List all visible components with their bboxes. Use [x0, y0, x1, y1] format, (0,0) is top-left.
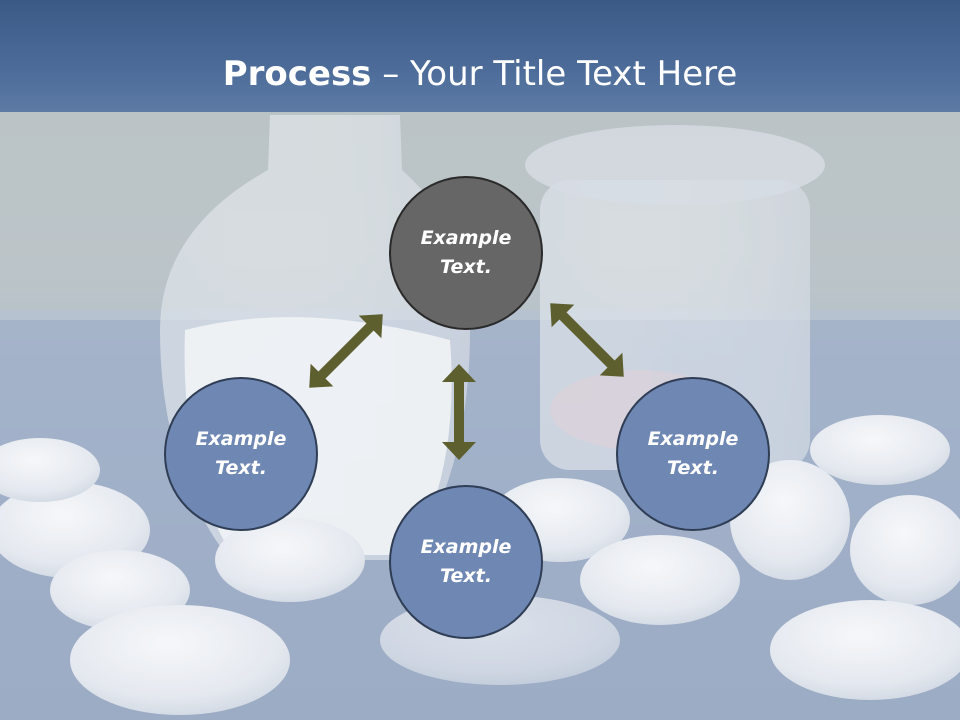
slide-title: Process – Your Title Text Here — [0, 50, 960, 98]
title-band — [0, 0, 960, 112]
node-bottom-text: Example Text. — [420, 536, 512, 587]
node-right-text: Example Text. — [647, 428, 739, 479]
title-rest: – Your Title Text Here — [371, 54, 738, 94]
title-strong: Process — [222, 54, 372, 94]
node-top-text: Example Text. — [420, 227, 512, 278]
node-top[interactable]: Example Text. — [389, 176, 543, 330]
node-right[interactable]: Example Text. — [616, 377, 770, 531]
node-bottom[interactable]: Example Text. — [389, 485, 543, 639]
node-left-text: Example Text. — [195, 428, 287, 479]
node-left[interactable]: Example Text. — [164, 377, 318, 531]
